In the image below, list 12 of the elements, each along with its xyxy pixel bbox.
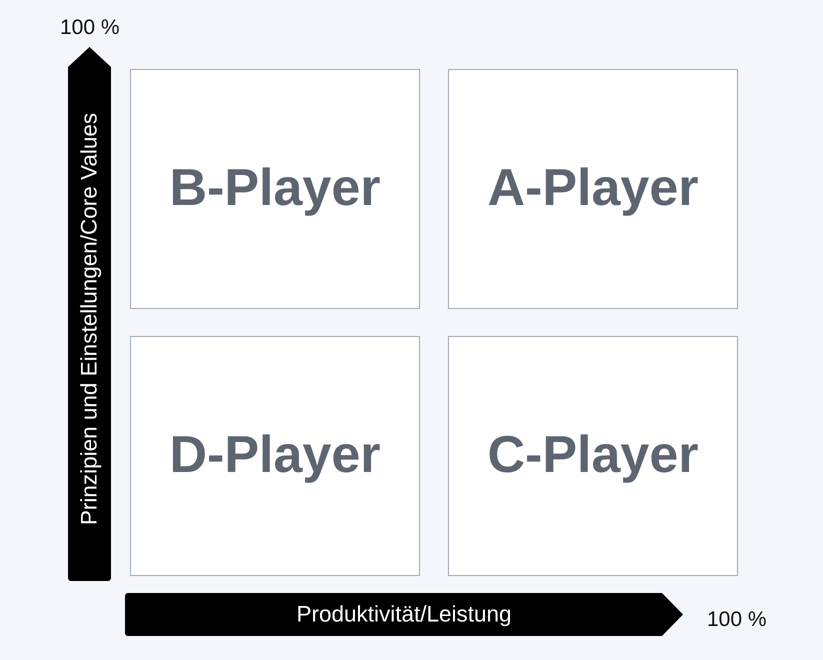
axis-label: Prinzipien und Einstellungen/Core Values	[77, 112, 102, 526]
quadrant-label: A-Player	[488, 159, 698, 219]
quadrant-label: D-Player	[170, 426, 380, 486]
quadrant-box	[448, 336, 738, 576]
quadrant-label: C-Player	[488, 426, 698, 486]
quadrant-box	[130, 69, 420, 309]
quadrant-box	[448, 69, 738, 309]
scale-label: 100 %	[707, 608, 767, 632]
quadrant-label: B-Player	[170, 159, 380, 219]
axis-label: Produktivität/Leistung	[296, 602, 512, 627]
scale-label: 100 %	[60, 16, 120, 40]
quadrant-box	[130, 336, 420, 576]
